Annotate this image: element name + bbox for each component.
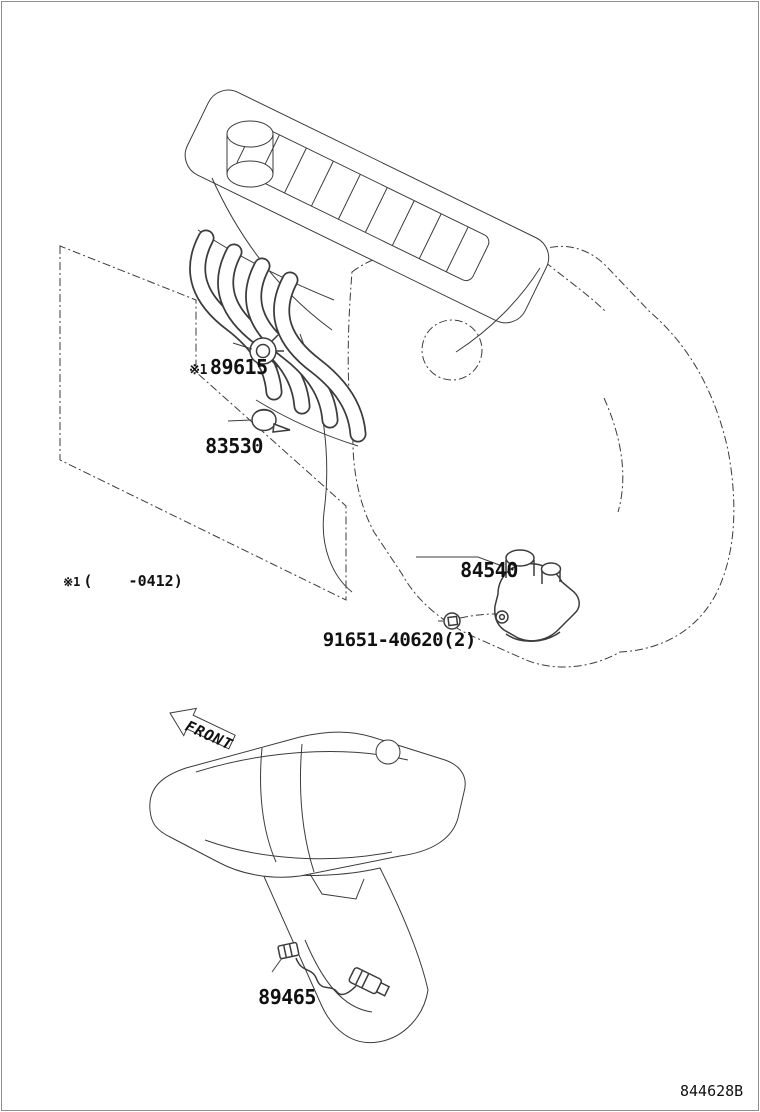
cover-cap-circle xyxy=(375,739,401,765)
cover-to-transmission-line xyxy=(544,261,607,313)
leader-89465 xyxy=(271,957,283,973)
part-number-91651: 91651-40620(2) xyxy=(322,629,477,651)
cover-bracket xyxy=(309,873,365,900)
part-number-89465: 89465 xyxy=(258,985,316,1009)
bracket-plate-outline xyxy=(59,245,347,601)
callout-89465: 89465 xyxy=(212,961,316,1033)
transmission-detail-line xyxy=(603,397,624,513)
part-number-84540: 84540 xyxy=(460,558,518,582)
part-number-83530: 83530 xyxy=(205,434,263,458)
applicability-range: ( -0412) xyxy=(83,572,183,590)
lower-view xyxy=(149,707,466,1044)
leader-89615 xyxy=(232,342,253,350)
oil-filler-cap xyxy=(226,120,274,188)
callout-91651: 91651-40620(2) xyxy=(279,607,477,673)
oxygen-sensor-89465-drawing xyxy=(277,941,391,997)
switch-84540-drawing xyxy=(494,549,580,642)
callout-83530: 83530 xyxy=(159,410,263,482)
applicability-note: ※1( -0412) xyxy=(27,554,183,608)
leader-84540 xyxy=(416,556,503,567)
callout-84540: 84540 xyxy=(414,534,518,606)
front-arrow-icon xyxy=(169,707,236,750)
switch-83530-drawing xyxy=(251,408,291,433)
block-edge-right xyxy=(455,267,541,353)
sensor-89615-drawing xyxy=(249,334,284,368)
engine-cover xyxy=(149,731,466,878)
reference-mark-89615: ※1 xyxy=(189,363,207,378)
upper-view xyxy=(59,89,735,668)
diagram-code: 844628B xyxy=(680,1082,744,1100)
valve-cover xyxy=(184,89,550,324)
part-number-89615: 89615 xyxy=(209,355,268,379)
leader-83530 xyxy=(227,419,252,422)
transmission-boss-circle xyxy=(421,319,483,381)
runner-flange-line xyxy=(255,399,359,447)
reference-mark-note: ※1 xyxy=(63,575,81,589)
bolt-axis-line xyxy=(459,613,497,619)
bolt-91651-drawing xyxy=(443,612,461,630)
